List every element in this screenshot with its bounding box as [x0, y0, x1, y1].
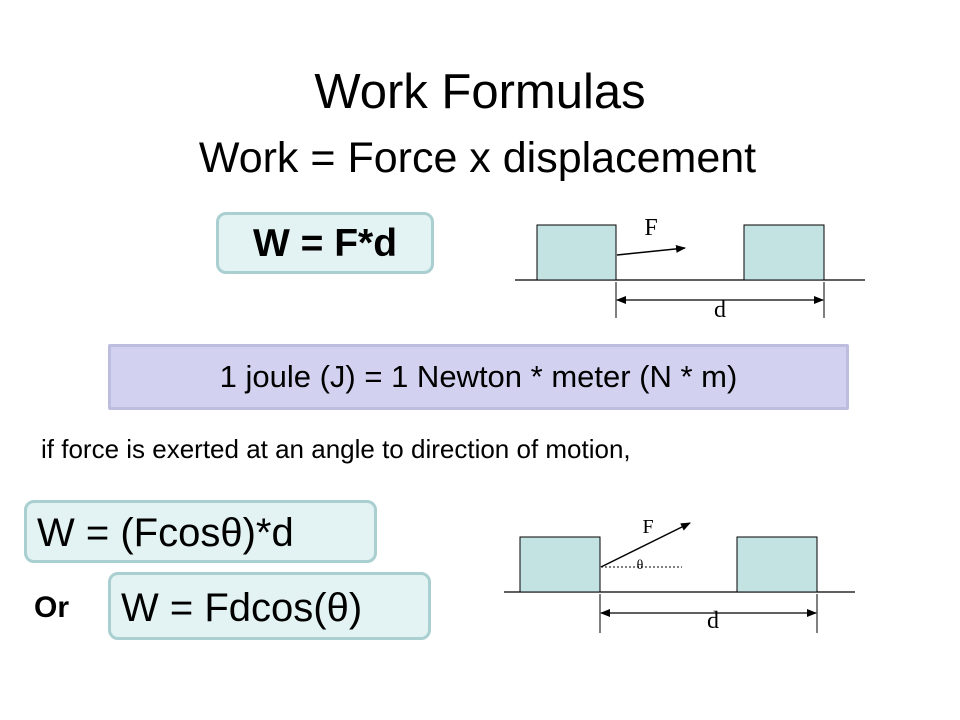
block-end — [736, 536, 818, 593]
formula-cos-box: W = (Fcosθ)*d — [24, 500, 377, 563]
displacement-label: d — [714, 297, 726, 323]
force-label: F — [642, 516, 653, 538]
block-start — [536, 224, 617, 281]
diagram-angle: F θ d — [504, 516, 855, 634]
diagram-straight: F d — [515, 215, 865, 323]
formula-dcos-box: W = Fdcos(θ) — [108, 572, 431, 640]
block-end — [743, 224, 825, 281]
force-arrow — [600, 522, 691, 568]
block-start — [519, 536, 601, 593]
formula-basic: W = F*d — [252, 222, 398, 265]
formula-cos: W = (Fcosθ)*d — [37, 511, 294, 555]
angle-label: θ — [637, 558, 644, 573]
or-label: Or — [34, 591, 70, 624]
angle-note: if force is exerted at an angle to direc… — [41, 434, 631, 464]
formula-basic-box: W = F*d — [216, 212, 434, 274]
slide-subtitle: Work = Force x displacement — [198, 134, 757, 182]
force-label: F — [644, 215, 657, 241]
slide-title: Work Formulas — [314, 65, 646, 119]
joule-definition: 1 joule (J) = 1 Newton * meter (N * m) — [219, 359, 738, 394]
force-arrow — [616, 244, 686, 256]
displacement-label: d — [707, 608, 719, 634]
formula-dcos: W = Fdcos(θ) — [121, 586, 363, 630]
joule-definition-box: 1 joule (J) = 1 Newton * meter (N * m) — [108, 344, 849, 410]
